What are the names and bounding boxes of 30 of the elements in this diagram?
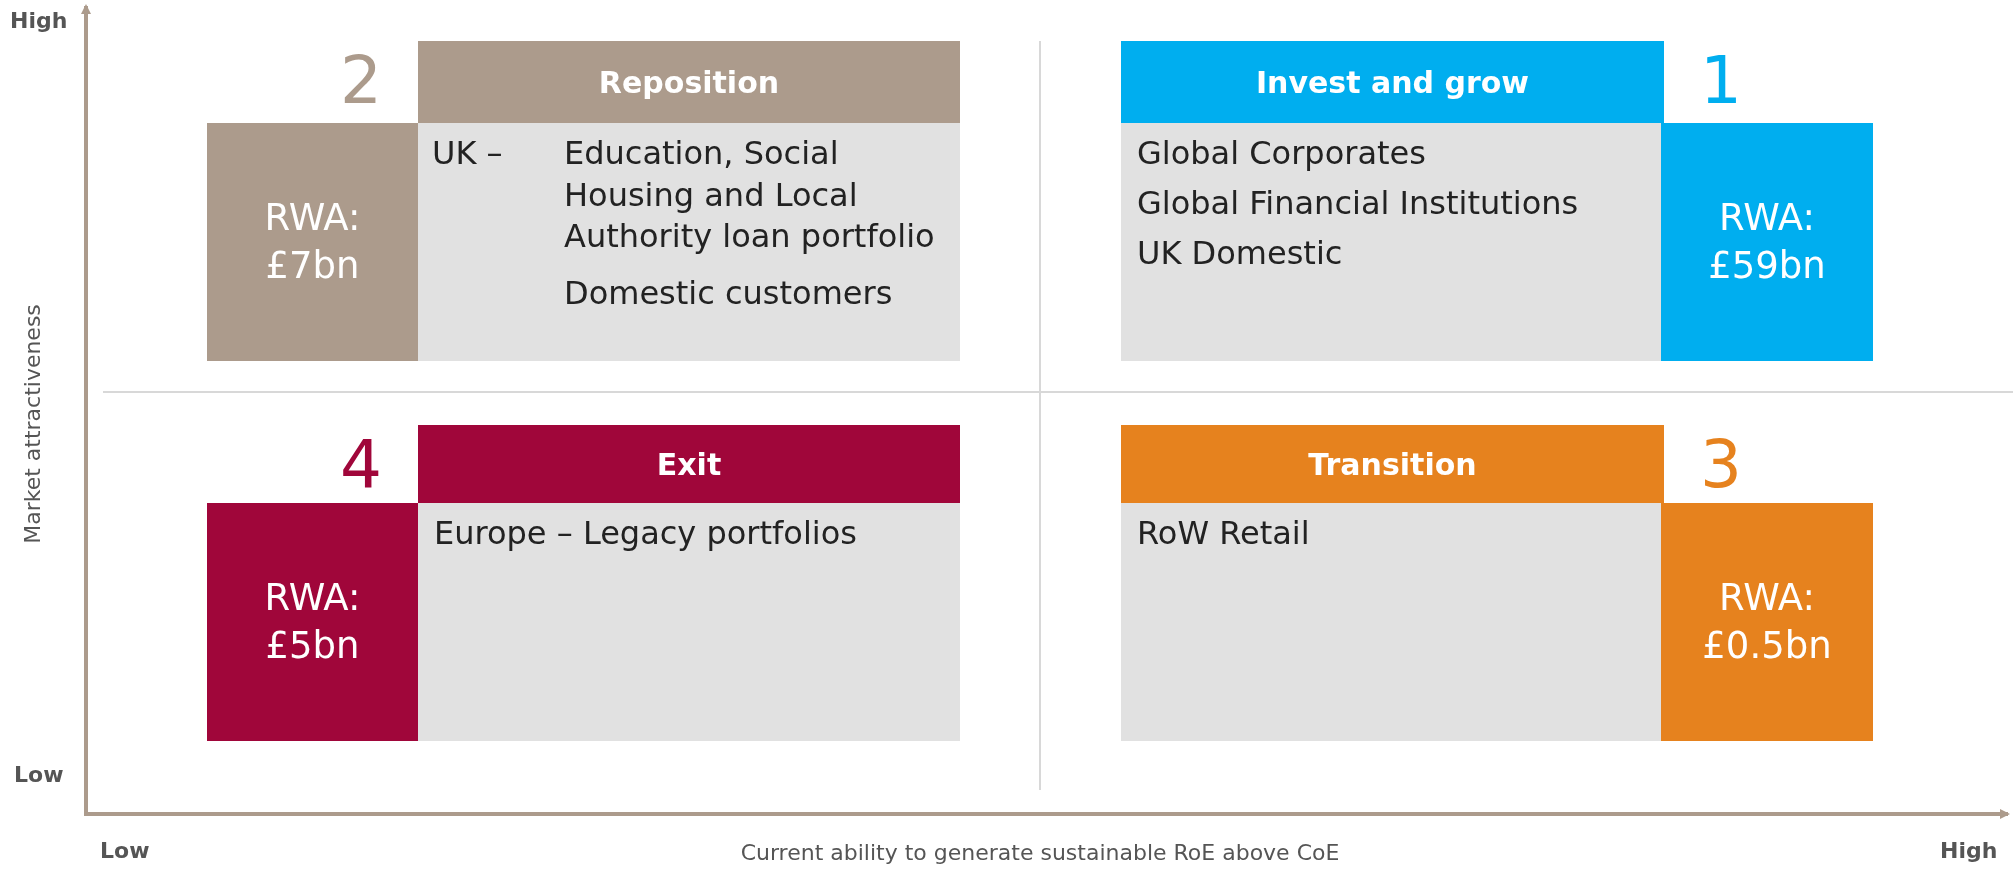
panel-text: RoW Retail [1137, 513, 1311, 554]
rwa-box: RWA: £59bn [1661, 123, 1873, 361]
quadrant-header: Reposition [418, 41, 960, 123]
panel-text: Global Financial Institutions [1137, 183, 1580, 224]
axis-label: High [10, 8, 68, 33]
quadrant-header: Invest and grow [1121, 41, 1664, 123]
panel-text: Education, Social Housing and Local Authority loan portfolio [564, 133, 936, 258]
quadrant-number: 3 [1700, 432, 1742, 498]
panel-text: Domestic customers [564, 273, 894, 314]
content-panel [1121, 503, 1661, 741]
axis-title: Market attractiveness [19, 304, 45, 544]
content-panel [418, 503, 960, 741]
axis-label: Low [100, 838, 150, 863]
quadrant-number: 2 [340, 48, 382, 114]
quadrant-header: Exit [418, 425, 960, 503]
axis-label: Low [14, 762, 64, 787]
rwa-box: RWA: £7bn [207, 123, 418, 361]
rwa-box: RWA: £5bn [207, 503, 418, 741]
panel-text: UK Domestic [1137, 233, 1344, 274]
quadrant-number: 4 [340, 432, 382, 498]
panel-text: Europe – Legacy portfolios [434, 513, 858, 554]
rwa-box: RWA: £0.5bn [1661, 503, 1873, 741]
axis-label: High [1940, 838, 1998, 863]
panel-text: Global Corporates [1137, 133, 1427, 174]
content-panel [1121, 123, 1661, 361]
quadrant-header: Transition [1121, 425, 1664, 503]
panel-text: UK – [432, 133, 504, 174]
quadrant-number: 1 [1700, 48, 1742, 114]
axis-title: Current ability to generate sustainable RoE above CoE [740, 840, 1340, 865]
content-panel [418, 123, 960, 361]
